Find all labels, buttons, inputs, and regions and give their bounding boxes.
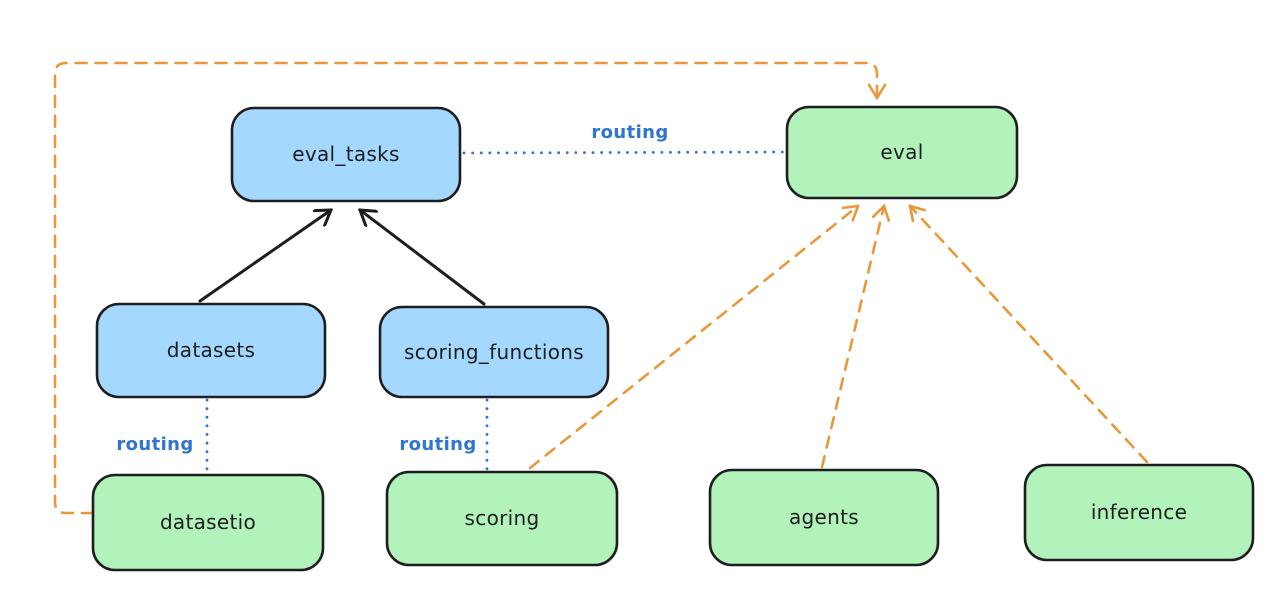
edge-datasets-to-eval-tasks [198,210,331,303]
node-agents-box [708,468,940,567]
node-inference-label: inference [1091,500,1187,524]
edge-scoring-functions-to-eval-tasks [360,210,486,306]
routing-label-scoring: routing [399,434,476,455]
node-scoring-functions-label: scoring_functions [404,340,584,364]
node-inference: inference [1023,463,1255,562]
node-scoring-label: scoring [465,506,540,530]
node-eval-tasks: eval_tasks [230,106,462,203]
edge-datasetio-to-eval [53,61,877,515]
node-eval-tasks-box [230,106,462,203]
node-scoring-box [385,470,619,567]
node-scoring: scoring [385,470,619,567]
routing-label-datasetio: routing [116,434,193,455]
node-datasetio-box [91,473,325,572]
node-agents: agents [708,468,940,567]
node-datasetio: datasetio [91,473,325,572]
edge-routing-eval-tasks-eval [462,150,787,155]
node-eval-box [785,105,1019,200]
node-datasets-label: datasets [167,338,255,362]
node-eval: eval [785,105,1019,200]
edge-scoring-to-eval [528,206,858,470]
node-datasets-box [95,302,327,399]
node-inference-box [1023,463,1255,562]
node-scoring-functions-box [378,305,610,399]
node-datasetio-label: datasetio [160,510,256,534]
edge-inference-to-eval [910,206,1149,464]
node-agents-label: agents [789,505,859,529]
routing-label-top: routing [591,122,668,143]
node-eval-tasks-label: eval_tasks [292,142,399,166]
edge-agents-to-eval [820,206,884,469]
node-scoring-functions: scoring_functions [378,305,610,399]
node-datasets: datasets [95,302,327,399]
node-eval-label: eval [880,140,923,164]
